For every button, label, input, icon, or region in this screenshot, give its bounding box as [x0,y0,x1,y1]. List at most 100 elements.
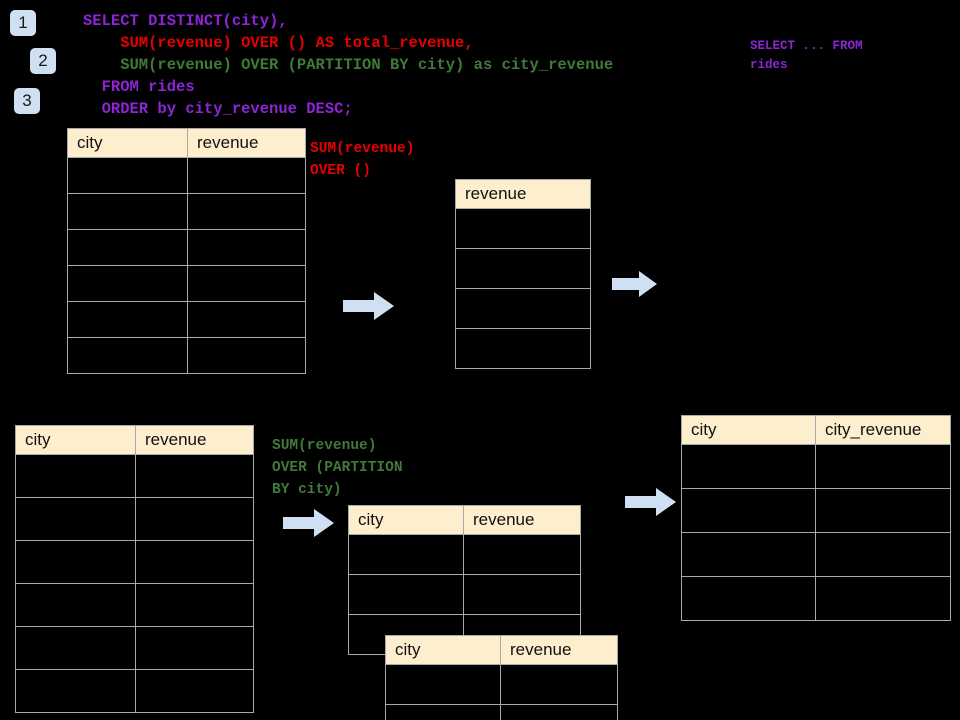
table-header-row: city revenue [67,128,306,158]
table-cell [135,454,254,498]
arrow-source-to-partition-icon [283,509,334,537]
table-row [67,301,306,338]
arrow-partition-to-result-icon [625,488,676,516]
table-row [67,157,306,194]
table-cell [385,664,501,705]
column-header-revenue: revenue [135,425,254,455]
step-badge-1[interactable]: 1 [10,10,36,36]
table-row [15,669,254,713]
table-source-top: city revenue [67,128,306,374]
table-row [15,454,254,498]
table-cell [681,488,816,533]
table-cell [135,583,254,627]
table-row [681,488,951,533]
arrow-revenue-to-result-icon [612,271,657,297]
table-row [348,534,581,575]
table-row [15,583,254,627]
sql-line-order-by: ORDER by city_revenue DESC; [83,100,353,118]
table-cell [135,497,254,541]
table-row [348,574,581,615]
annotation-over-empty: SUM(revenue) OVER () [310,141,415,179]
table-cell [15,540,136,584]
table-cell [455,248,591,289]
table-cell [187,265,306,302]
arrow-source-to-revenue-icon [343,292,394,320]
table-row [67,229,306,266]
table-cell [67,301,188,338]
table-cell [135,626,254,670]
step-badge-3[interactable]: 3 [14,88,40,114]
table-row [455,248,591,289]
column-header-revenue: revenue [500,635,618,665]
sql-line-from: FROM rides [83,78,195,96]
table-cell [681,576,816,621]
table-cell [67,157,188,194]
column-header-city: city [67,128,188,158]
table-row [681,532,951,577]
table-cell [67,193,188,230]
table-source-bottom: city revenue [15,425,254,713]
table-row [15,540,254,584]
step-badge-2[interactable]: 2 [30,48,56,74]
table-cell [15,454,136,498]
table-partition-back: city revenue [348,505,581,655]
table-row [681,444,951,489]
column-header-revenue: revenue [187,128,306,158]
table-cell [67,265,188,302]
table-cell [187,193,306,230]
table-row [15,497,254,541]
table-cell [681,532,816,577]
column-header-revenue: revenue [455,179,591,209]
table-cell [15,497,136,541]
table-cell [15,583,136,627]
column-header-city: city [385,635,501,665]
table-cell [455,288,591,329]
table-cell [815,444,951,489]
column-header-city: city [348,505,464,535]
sql-side-note: SELECT ... FROM rides [750,39,863,72]
column-header-city: city [15,425,136,455]
table-row [67,337,306,374]
table-cell [815,576,951,621]
annotation-over-partition: SUM(revenue) OVER (PARTITION BY city) [272,438,403,498]
table-cell [187,157,306,194]
table-row [67,265,306,302]
table-row [681,576,951,621]
table-cell [15,626,136,670]
table-cell [348,574,464,615]
table-cell [500,704,618,720]
table-cell [500,664,618,705]
table-cell [187,301,306,338]
table-cell [187,229,306,266]
sql-line-city-revenue: SUM(revenue) OVER (PARTITION BY city) as… [83,56,614,74]
column-header-revenue: revenue [463,505,581,535]
table-cell [135,540,254,584]
table-row [15,626,254,670]
table-cell [463,534,581,575]
table-row [455,328,591,369]
table-row [67,193,306,230]
sql-line-select: SELECT DISTINCT(city), [83,12,288,30]
table-header-row: revenue [455,179,591,209]
table-cell [348,534,464,575]
table-header-row: city revenue [385,635,618,665]
table-partition-front: city revenue [385,635,618,720]
table-header-row: city city_revenue [681,415,951,445]
table-header-row: city revenue [15,425,254,455]
table-cell [187,337,306,374]
column-header-city-revenue: city_revenue [815,415,951,445]
table-revenue-aggregate: revenue [455,179,591,369]
table-row [455,288,591,329]
table-cell [815,532,951,577]
table-header-row: city revenue [348,505,581,535]
table-cell [385,704,501,720]
table-final-result: city city_revenue [681,415,951,621]
table-cell [67,229,188,266]
table-cell [455,328,591,369]
table-cell [67,337,188,374]
table-cell [15,669,136,713]
table-cell [463,574,581,615]
table-row [385,704,618,720]
table-row [455,208,591,249]
